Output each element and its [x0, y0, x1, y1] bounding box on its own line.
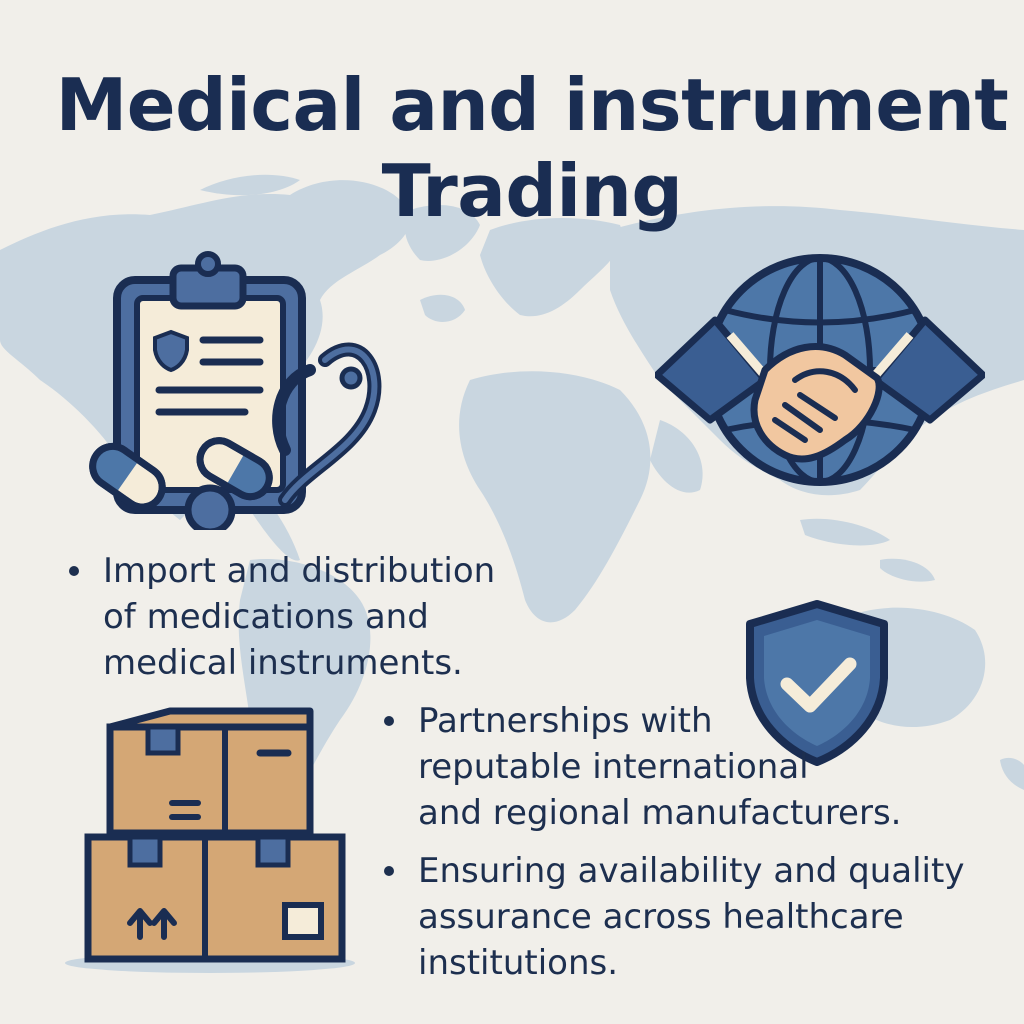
bullet-line: medical instruments. — [103, 643, 463, 683]
bullet-line: Import and distribution — [103, 551, 496, 591]
page-title: Medical and instrument Trading — [0, 62, 1024, 234]
bullet-quality-assurance: Ensuring availability and quality assura… — [384, 848, 965, 986]
stacked-boxes-icon — [65, 707, 355, 973]
bullet-line: Ensuring availability and quality — [418, 851, 965, 891]
bullet-import-distribution: Import and distribution of medications a… — [69, 548, 496, 686]
globe-handshake-icon — [655, 254, 985, 486]
bullet-line: and regional manufacturers. — [418, 793, 902, 833]
bullet-dot — [384, 866, 394, 876]
bullet-line: Partnerships with — [418, 701, 713, 741]
bullet-line: reputable international — [418, 747, 809, 787]
shield-checkmark-icon — [746, 600, 888, 766]
clipboard-stethoscope-pills-icon — [89, 251, 382, 530]
bullet-line: of medications and — [103, 597, 429, 637]
title-line-1: Medical and instrument — [55, 63, 1009, 147]
bullet-dot — [384, 716, 394, 726]
bullet-line: assurance across healthcare — [418, 897, 904, 937]
title-line-2: Trading — [381, 149, 683, 233]
bullet-dot — [69, 566, 79, 576]
bullet-line: institutions. — [418, 943, 619, 983]
bullet-partnerships: Partnerships with reputable internationa… — [384, 698, 902, 836]
